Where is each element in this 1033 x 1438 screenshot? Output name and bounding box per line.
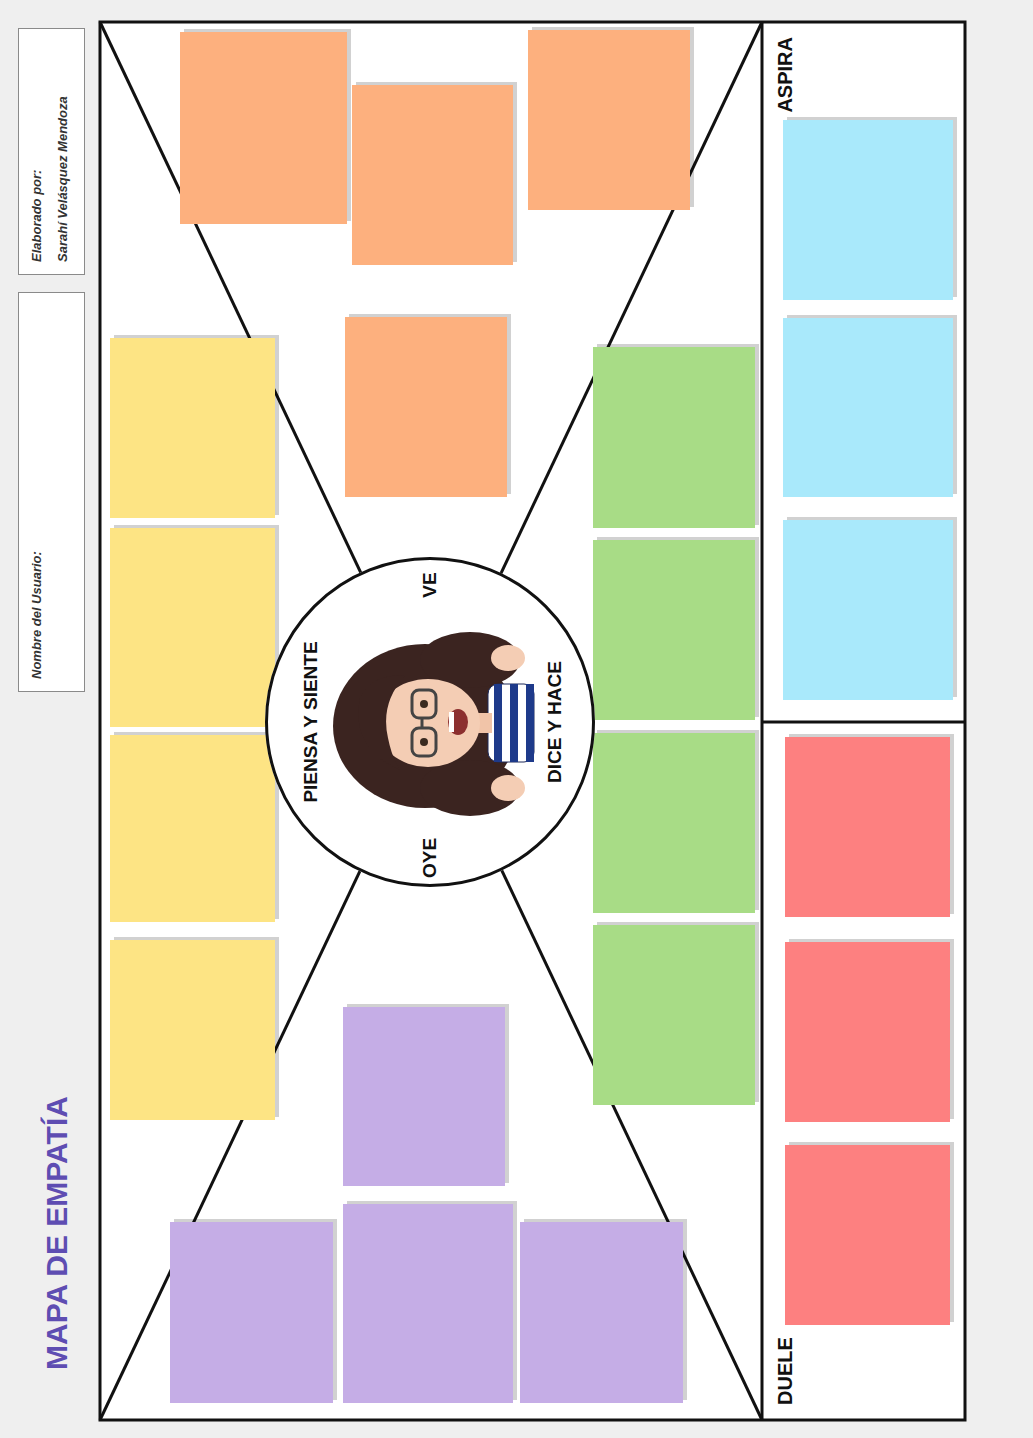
author-label: Elaborado por: bbox=[29, 170, 44, 262]
author-label: Sarahí Velásquez Mendoza bbox=[55, 96, 70, 262]
diagonal-line bbox=[100, 22, 762, 1420]
band-label: ASPIRA bbox=[774, 37, 797, 113]
sticky-note bbox=[785, 939, 954, 1122]
band-region: DUELE bbox=[762, 722, 965, 1420]
avatar-illustration bbox=[333, 632, 534, 816]
sticky-note bbox=[528, 27, 694, 210]
sticky-note bbox=[343, 1201, 517, 1403]
sticky-note bbox=[170, 1219, 337, 1403]
sticky-note bbox=[593, 537, 759, 720]
quadrant-label: DICE Y HACE bbox=[544, 661, 566, 783]
divider-line bbox=[762, 721, 965, 724]
sticky-note bbox=[345, 314, 511, 497]
sticky-note bbox=[785, 1142, 954, 1325]
frame-border bbox=[100, 22, 965, 1420]
diagonal-line bbox=[100, 22, 762, 1420]
info-box: Nombre del Usuario: bbox=[18, 292, 85, 692]
text-wrapper: Nombre del Usuario: bbox=[29, 551, 44, 679]
author-box: Elaborado por: Sarahí Velásquez Mendoza bbox=[18, 28, 85, 275]
sticky-note bbox=[110, 525, 279, 727]
sticky-notes bbox=[110, 27, 957, 1403]
band-label: DUELE bbox=[774, 1337, 797, 1405]
sticky-note bbox=[593, 344, 759, 528]
text-wrapper: Sarahí Velásquez Mendoza bbox=[55, 96, 70, 262]
quadrant-label: PIENSA Y SIENTE bbox=[300, 641, 322, 802]
sticky-note bbox=[520, 1219, 687, 1403]
sticky-note bbox=[783, 117, 957, 300]
quadrant-label: VE bbox=[419, 572, 441, 597]
center-circle: PIENSA Y SIENTE VE DICE Y HACE OYE bbox=[265, 557, 595, 887]
sticky-note bbox=[593, 730, 759, 913]
sticky-note bbox=[785, 734, 954, 917]
sticky-note bbox=[110, 732, 279, 922]
field-label: Nombre del Usuario: bbox=[29, 551, 44, 679]
sticky-note bbox=[593, 922, 759, 1105]
sticky-note bbox=[352, 82, 517, 265]
sticky-note bbox=[783, 517, 957, 700]
sticky-note bbox=[180, 29, 351, 224]
band-region: ASPIRA bbox=[762, 22, 965, 722]
text-wrapper: Elaborado por: bbox=[29, 170, 44, 262]
text-wrapper: DUELE bbox=[774, 1337, 797, 1405]
sticky-note bbox=[110, 335, 279, 518]
text-wrapper: ASPIRA bbox=[774, 37, 797, 113]
quadrant-label: OYE bbox=[419, 838, 441, 878]
title-wrapper: MAPA DE EMPATÍA bbox=[40, 1096, 74, 1370]
frame-ground bbox=[100, 22, 965, 1420]
sticky-note bbox=[783, 315, 957, 497]
text-wrapper: DICE Y HACE bbox=[544, 661, 566, 783]
text-wrapper: PIENSA Y SIENTE bbox=[300, 641, 322, 802]
map-title: MAPA DE EMPATÍA bbox=[40, 1096, 74, 1370]
text-wrapper: OYE bbox=[419, 838, 441, 878]
sticky-note bbox=[110, 937, 279, 1120]
text-wrapper: VE bbox=[419, 572, 441, 597]
center-ground bbox=[265, 557, 595, 887]
sticky-note bbox=[343, 1004, 509, 1186]
